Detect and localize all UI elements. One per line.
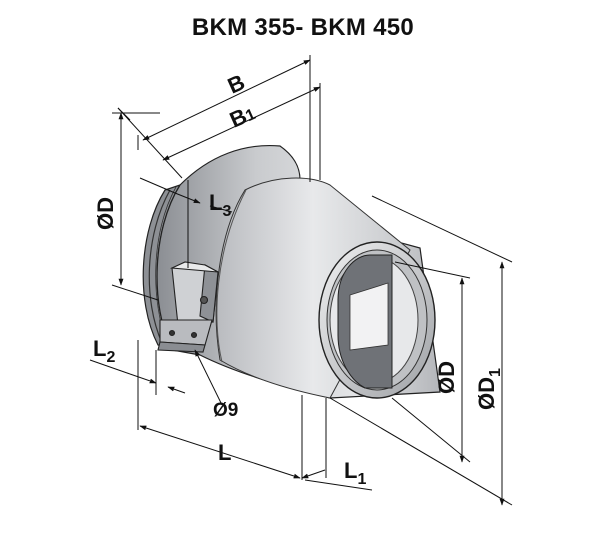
dimension-labels: B B1 L3 ØD L2 Ø9 L L1 ØD ØD1: [93, 69, 504, 488]
terminal-box: [157, 261, 219, 353]
label-hole-9: Ø9: [213, 400, 238, 421]
label-B1: B1: [226, 100, 259, 133]
label-L1: L1: [344, 458, 366, 488]
label-D1: ØD1: [474, 368, 504, 410]
diagram-title: BKM 355- BKM 450: [191, 14, 415, 41]
label-L2: L2: [93, 336, 115, 366]
label-L3: L3: [209, 190, 231, 220]
label-L: L: [218, 440, 231, 465]
label-D-left: ØD: [93, 197, 118, 230]
label-D-right: ØD: [434, 361, 459, 394]
fan-body: [142, 144, 441, 399]
dimension-lines: [89, 55, 513, 506]
label-B: B: [224, 69, 249, 98]
